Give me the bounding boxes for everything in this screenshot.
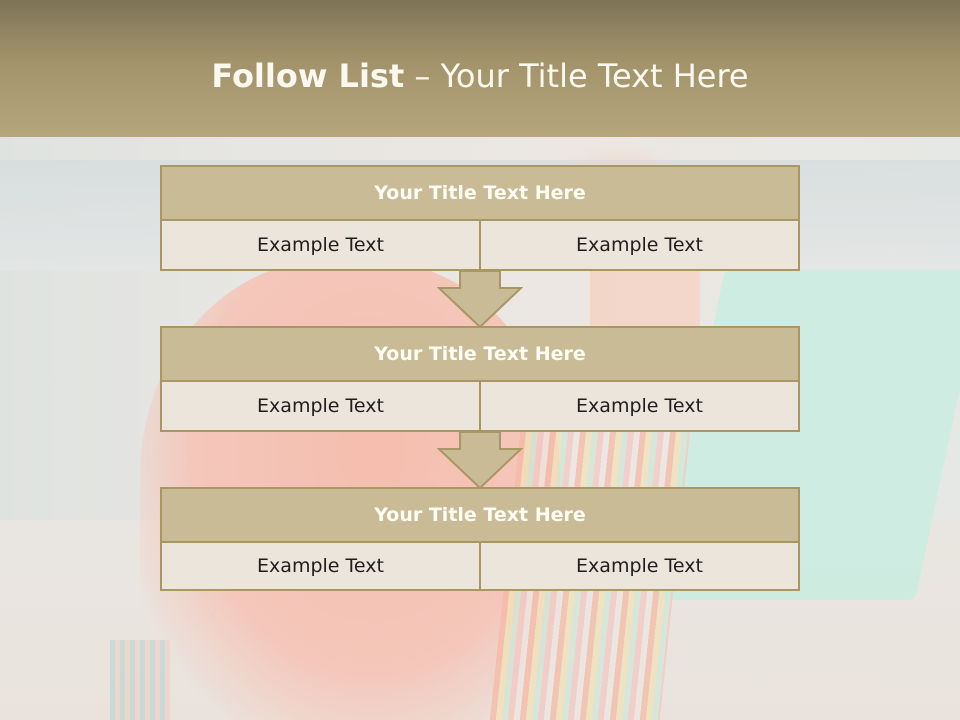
block-title: Your Title Text Here — [160, 326, 800, 382]
list-block-2: Your Title Text Here Example Text Exampl… — [160, 326, 800, 432]
block-title: Your Title Text Here — [160, 165, 800, 221]
block-row: Example Text Example Text — [160, 382, 800, 432]
block-cell-left: Example Text — [162, 382, 479, 430]
block-cell-left: Example Text — [162, 221, 479, 269]
block-row: Example Text Example Text — [160, 543, 800, 591]
slide-title: Follow List – Your Title Text Here — [0, 57, 960, 95]
list-block-1: Your Title Text Here Example Text Exampl… — [160, 165, 800, 271]
block-row: Example Text Example Text — [160, 221, 800, 271]
down-arrow-icon — [437, 270, 523, 328]
block-cell-right: Example Text — [479, 382, 798, 430]
list-block-3: Your Title Text Here Example Text Exampl… — [160, 487, 800, 591]
block-title: Your Title Text Here — [160, 487, 800, 543]
block-cell-right: Example Text — [479, 221, 798, 269]
shopping-bag-left — [110, 640, 170, 720]
slide-title-bold: Follow List — [211, 57, 405, 95]
slide-title-rest: – Your Title Text Here — [404, 57, 749, 95]
block-cell-right: Example Text — [479, 543, 798, 589]
down-arrow-icon — [437, 431, 523, 489]
title-bar: Follow List – Your Title Text Here — [0, 0, 960, 137]
block-cell-left: Example Text — [162, 543, 479, 589]
